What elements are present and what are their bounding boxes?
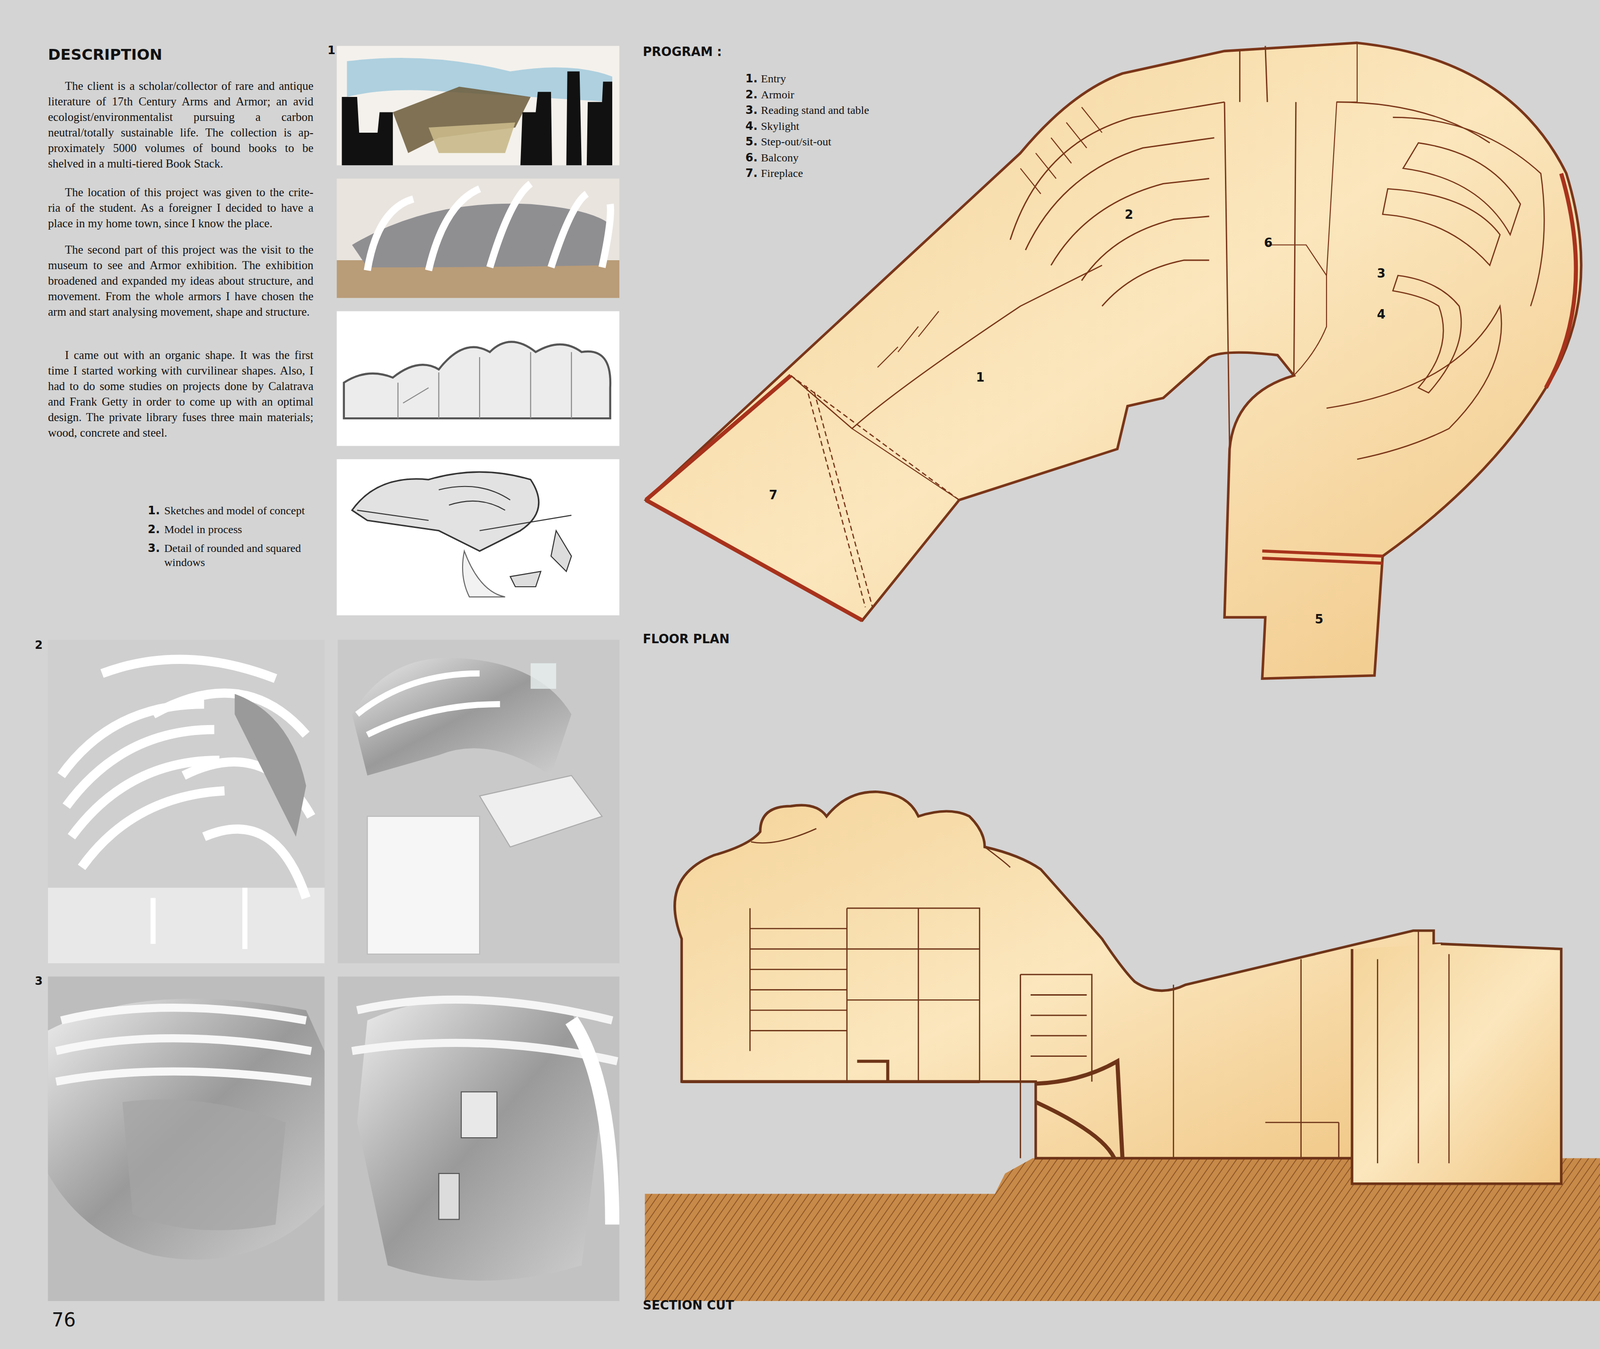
program-item: Skylight [760,119,800,134]
description-paragraph: The client is a scholar/collector of rar… [48,78,314,172]
section-heading: PROGRAM : [642,44,722,60]
caption-number: 1. [147,503,160,518]
plan-sketch [336,459,620,616]
program-item: Fireplace [760,166,803,181]
program-number: 2. [745,87,758,102]
program-item: Reading stand and table [760,103,870,118]
concept-model-photo [336,178,620,299]
figure-number: 2 [34,638,43,653]
figure-number: 3 [34,974,43,989]
description-paragraph: I came out with an organic shape. It was… [48,347,314,441]
caption-text: Model in process [164,522,320,537]
caption-number: 2. [147,522,160,537]
program-item: Entry [760,71,786,86]
program-number: 3. [745,103,758,118]
section-heading: DESCRIPTION [48,45,163,64]
concept-sketch [336,46,620,166]
model-photo [48,640,620,1302]
program-number: 1. [745,71,758,86]
caption-number: 3. [147,541,160,556]
program-item: Step-out/sit-out [760,134,832,149]
figure-number: 1 [327,43,336,58]
page-number: 76 [51,1308,76,1332]
room-number: 1 [976,369,985,386]
program-number: 6. [745,150,758,165]
elevation-sketch [336,311,620,446]
description-paragraph: The second part of this project was the … [48,241,314,320]
program-item: Balcony [760,150,799,165]
room-number: 6 [1264,235,1273,251]
caption-text: Detail of rounded and squared windows [164,541,320,570]
description-paragraph: The location of this project was given t… [48,184,314,232]
program-number: 7. [745,166,758,181]
program-number: 4. [745,119,758,134]
drawing-title: SECTION CUT [642,1297,735,1314]
program-number: 5. [745,134,758,149]
floor-plan [646,42,1582,679]
section-cut [644,792,1600,1302]
program-item: Armoir [760,87,795,102]
room-number: 3 [1376,265,1386,282]
caption-text: Sketches and model of concept [164,503,320,518]
drawing-title: FLOOR PLAN [642,631,730,648]
room-number: 7 [768,487,778,504]
room-number: 2 [1124,207,1134,223]
room-number: 4 [1376,306,1386,323]
room-number: 5 [1314,611,1324,628]
